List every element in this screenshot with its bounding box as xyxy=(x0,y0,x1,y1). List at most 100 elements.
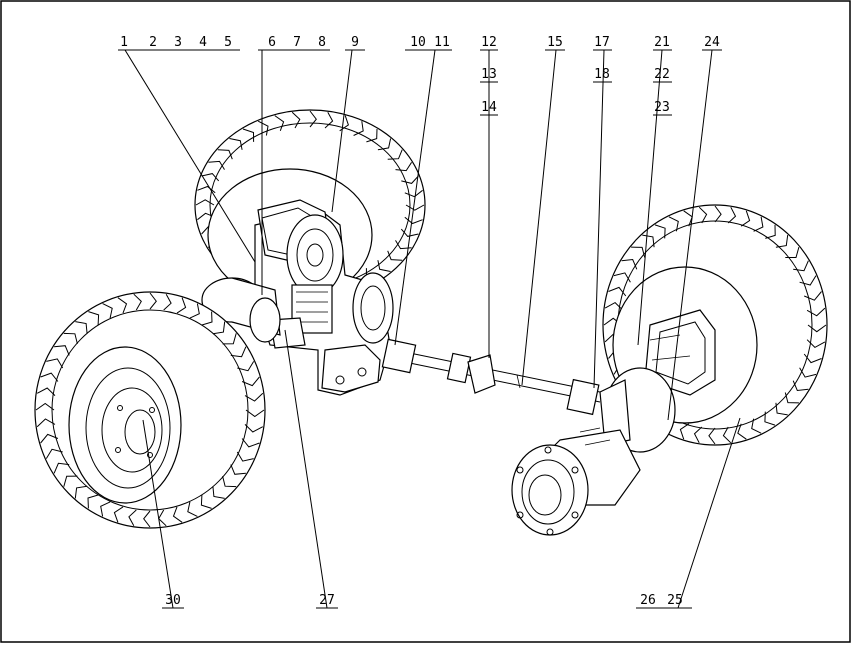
tread-lug xyxy=(45,448,63,459)
tread-lug xyxy=(793,260,809,272)
tread-lug xyxy=(197,185,216,194)
tread-lug xyxy=(608,286,627,297)
callout-18: 18 xyxy=(594,67,610,82)
tread-lug xyxy=(143,510,151,528)
tread-lug xyxy=(604,301,624,311)
tread-lug xyxy=(404,216,423,225)
tread-lug xyxy=(36,418,56,428)
tread-lug xyxy=(230,464,246,475)
tread-lug xyxy=(230,346,247,358)
callout-3: 3 xyxy=(174,35,182,50)
tread-lug xyxy=(621,258,638,270)
tread-lug xyxy=(63,332,78,345)
tread-lug xyxy=(764,411,776,426)
tread-lug xyxy=(212,486,225,499)
tread-lug xyxy=(366,128,378,143)
tread-lug xyxy=(128,509,137,527)
tread-lug xyxy=(163,293,172,311)
tread-lug xyxy=(113,506,124,523)
tread-lug xyxy=(775,402,788,416)
tread-lug xyxy=(172,506,183,523)
tread-lug xyxy=(784,392,799,404)
callout-11: 11 xyxy=(434,35,450,50)
callout-2: 2 xyxy=(149,35,157,50)
tread-lug xyxy=(708,427,716,445)
tread-lug xyxy=(693,426,703,444)
tread-lug xyxy=(324,111,334,129)
tread-lug xyxy=(785,246,800,258)
callout-21: 21 xyxy=(654,35,670,50)
tread-lug xyxy=(400,228,419,237)
tread-lug xyxy=(200,494,212,509)
tread-lug xyxy=(753,216,764,232)
tread-lug xyxy=(804,291,822,301)
tread-lug xyxy=(257,120,269,136)
tread-lug xyxy=(803,353,822,364)
tread-lug xyxy=(698,206,708,224)
callout-13: 13 xyxy=(481,67,497,82)
tread-lug xyxy=(274,115,285,131)
callout-12: 12 xyxy=(481,35,497,50)
tread-lug xyxy=(401,175,419,184)
tread-lug xyxy=(806,339,826,349)
tread-lug xyxy=(244,424,264,433)
callout-30: 30 xyxy=(165,593,181,608)
tread-lug xyxy=(740,210,751,227)
tread-lug xyxy=(613,272,631,283)
tread-lug xyxy=(405,204,425,211)
tread-lug xyxy=(642,234,655,248)
tread-lug xyxy=(631,246,646,258)
callout-7: 7 xyxy=(293,35,301,50)
propeller-shaft xyxy=(381,338,601,416)
callout-22: 22 xyxy=(654,67,670,82)
tread-lug xyxy=(241,376,260,387)
tread-lug xyxy=(387,149,403,160)
tread-lug xyxy=(46,358,64,369)
tread-lug xyxy=(714,205,722,223)
tread-lug xyxy=(244,392,264,402)
tread-lug xyxy=(212,321,226,335)
tread-lug xyxy=(387,250,403,261)
tread-lug xyxy=(35,402,55,411)
tread-lug xyxy=(806,307,826,317)
tread-lug xyxy=(309,110,317,128)
tread-lug xyxy=(727,206,737,224)
tread-lug xyxy=(88,311,100,326)
callout-23: 23 xyxy=(654,100,670,115)
tread-lug xyxy=(353,121,364,136)
tread-lug xyxy=(245,409,265,418)
callout-6: 6 xyxy=(268,35,276,50)
tread-lug xyxy=(133,293,142,311)
tread-lug xyxy=(807,324,827,333)
callout-10: 10 xyxy=(410,35,426,50)
leader-lines xyxy=(118,49,741,609)
callout-14: 14 xyxy=(481,100,497,115)
tread-lug xyxy=(229,138,243,150)
tread-lug xyxy=(187,501,198,517)
tread-lug xyxy=(654,224,666,239)
tread-lug xyxy=(737,423,747,440)
tread-lug xyxy=(40,372,59,382)
tread-lug xyxy=(242,128,255,142)
tread-lug xyxy=(54,345,70,356)
callout-4: 4 xyxy=(199,35,207,50)
tread-lug xyxy=(751,418,762,434)
front-axle-stub xyxy=(201,277,281,343)
tread-lug xyxy=(404,189,423,198)
tread-lug xyxy=(291,111,301,129)
tread-lug xyxy=(792,380,809,392)
tread-lug xyxy=(765,224,776,239)
tread-lug xyxy=(40,433,59,444)
tread-lug xyxy=(217,149,233,160)
tread-lug xyxy=(722,426,732,444)
tread-lug xyxy=(799,275,817,286)
callout-24: 24 xyxy=(704,35,720,50)
tread-lug xyxy=(241,438,260,448)
callout-27: 27 xyxy=(319,593,335,608)
tread-lug xyxy=(679,423,690,440)
tread-lug xyxy=(201,173,220,182)
tread-lug xyxy=(799,367,817,378)
